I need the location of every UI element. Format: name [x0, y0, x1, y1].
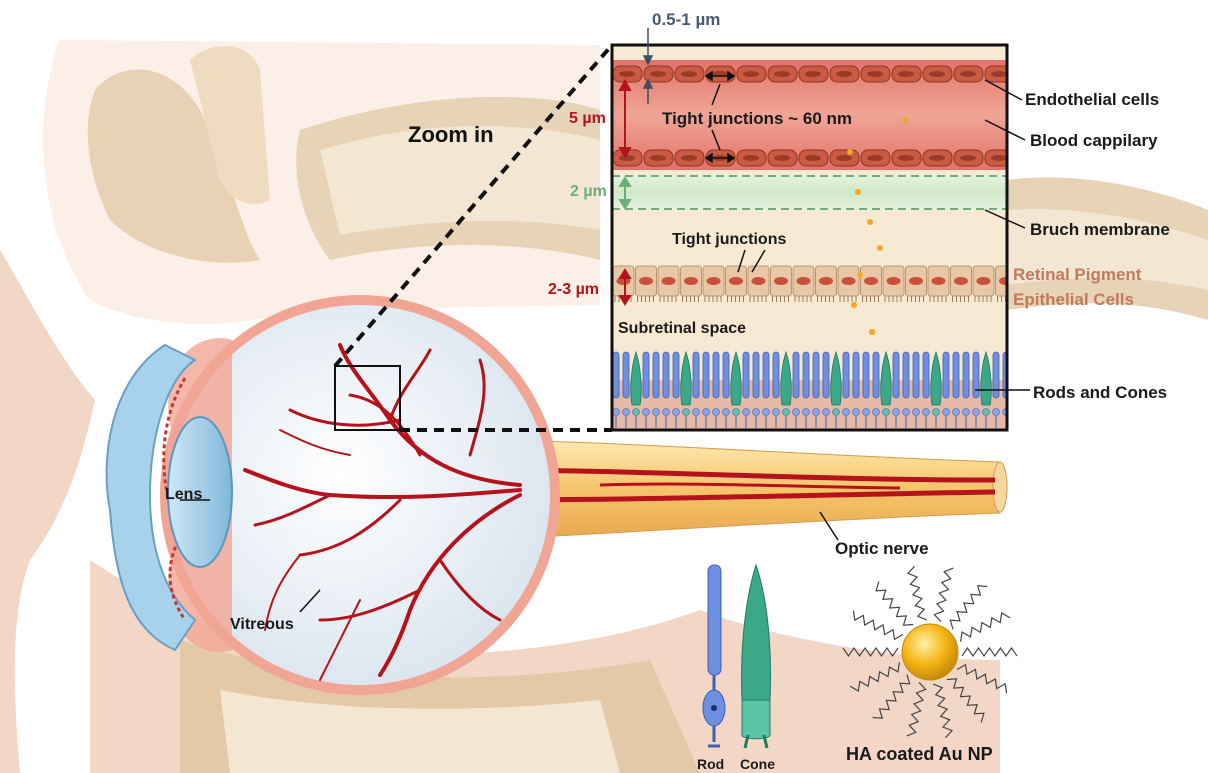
retina-zoom-panel [612, 28, 1017, 430]
tight-junctions-60nm-label: Tight junctions ~ 60 nm [662, 110, 852, 127]
subretinal-space-label: Subretinal space [618, 321, 746, 337]
bruch-thickness-label: 2 µm [570, 184, 607, 200]
rod-label: Rod [697, 757, 724, 771]
capillary-width-label: 5 µm [569, 111, 606, 127]
rpe-label-line1: Retinal Pigment [1013, 264, 1141, 287]
lens-label: Lens [165, 487, 202, 503]
cone-cell [742, 565, 771, 748]
zoom-in-label: Zoom in [408, 124, 494, 146]
endothelial-cells-label: Endothelial cells [1025, 91, 1159, 108]
bruch-membrane-label: Bruch membrane [1030, 221, 1170, 238]
tight-junctions-label: Tight junctions [672, 232, 786, 248]
cone-label: Cone [740, 757, 775, 771]
blood-capillary-label: Blood cappilary [1030, 132, 1158, 149]
optic-nerve-label: Optic nerve [835, 540, 929, 557]
rods-and-cones-label: Rods and Cones [1033, 384, 1167, 401]
rpe-label-line2: Epithelial Cells [1013, 289, 1134, 312]
vitreous-label: Vitreous [230, 617, 294, 633]
membrane-thickness-label: 0.5-1 µm [652, 11, 720, 28]
rpe-thickness-label: 2-3 µm [548, 282, 599, 298]
nanoparticle-label: HA coated Au NP [846, 745, 993, 763]
bruch-membrane-layer [612, 175, 1007, 210]
